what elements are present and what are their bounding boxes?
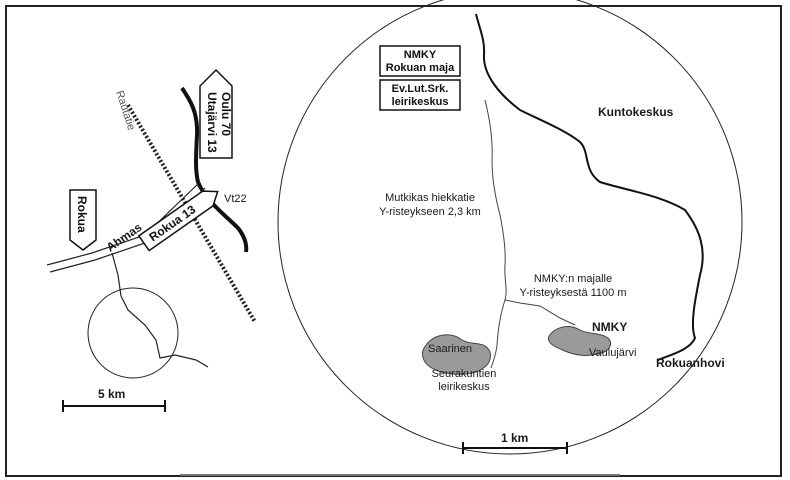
scale-bar-5km: 5 km	[62, 387, 166, 412]
box-nmky-rokuan-maja: NMKY Rokuan maja	[379, 45, 461, 77]
vaulujarvi-label: Vaulujärvi	[589, 347, 637, 359]
sign-rokua-label: Rokua	[75, 196, 89, 233]
vt22-label: Vt22	[224, 193, 247, 205]
lake-saarinen	[422, 334, 491, 375]
kuntokeskus-label: Kuntokeskus	[598, 105, 674, 119]
main-road	[475, 13, 704, 361]
locator-circle	[87, 287, 179, 379]
road-label-line1: Mutkikas hiekkatie	[385, 192, 475, 204]
railway-label: Rautatie	[113, 89, 137, 132]
sign-rokua-13: Rokua 13	[137, 190, 219, 252]
nmky-direction-line2: Y-risteyksestä 1100 m	[520, 287, 627, 299]
overview-map: Oulu 70 Utajärvi 13 Rokua Rokua 13 Rauta…	[46, 68, 257, 412]
box-nmky-line2: Rokuan maja	[386, 62, 455, 74]
road-ahmas	[46, 181, 201, 266]
highway-vt22	[180, 86, 249, 253]
lake-vaulujarvi	[547, 326, 612, 356]
saarinen-label: Saarinen	[428, 343, 472, 355]
rokuanhovi-label: Rokuanhovi	[656, 356, 725, 370]
box-nmky-line1: NMKY	[404, 49, 437, 61]
sign-oulu-label: Oulu 70	[219, 92, 233, 136]
scale-5km-label: 5 km	[98, 387, 125, 401]
branch-road-nmky	[504, 299, 576, 326]
sign-utajarvi-label: Utajärvi 13	[205, 92, 219, 153]
sign-oulu-utajarvi: Oulu 70 Utajärvi 13	[199, 68, 233, 159]
detail-map: NMKY Rokuan maja Ev.Lut.Srk. leirikeskus…	[277, 0, 743, 455]
seurakunta-label-line1: Seurakuntien	[432, 368, 497, 380]
box-evlut-line1: Ev.Lut.Srk.	[392, 83, 449, 95]
scale-1km-label: 1 km	[501, 431, 528, 445]
seurakunta-label-line2: leirikeskus	[438, 381, 490, 393]
box-evlut-leirikeskus: Ev.Lut.Srk. leirikeskus	[379, 79, 461, 111]
scale-bar-1km: 1 km	[462, 431, 568, 454]
road-label-line2: Y-risteykseen 2,3 km	[379, 206, 481, 218]
box-evlut-line2: leirikeskus	[392, 96, 449, 108]
sandy-road	[484, 99, 507, 369]
sign-rokua: Rokua	[69, 189, 97, 251]
nmky-direction-line1: NMKY:n majalle	[534, 273, 612, 285]
road-to-rokua	[111, 252, 209, 368]
detail-circle	[277, 0, 743, 455]
nmky-label: NMKY	[592, 320, 627, 334]
caption-cutoff	[180, 474, 620, 476]
